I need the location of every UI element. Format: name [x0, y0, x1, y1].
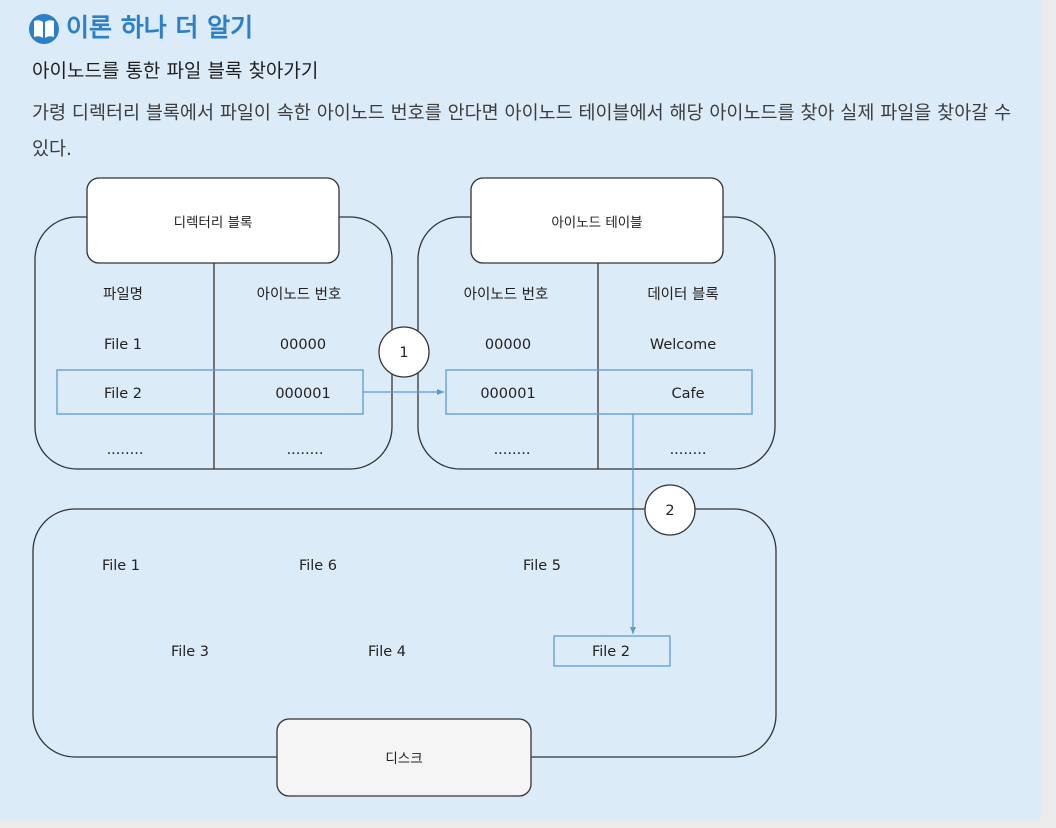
- directory-header-filename: 파일명: [103, 286, 143, 303]
- inode-title-box: [470, 177, 724, 264]
- directory-cell-inode1: 00000: [280, 337, 326, 353]
- disk-file-2: File 2: [592, 644, 630, 660]
- directory-cell-ellipsis1: ........: [107, 442, 144, 458]
- disk-title-box: [276, 718, 532, 797]
- disk-file-4: File 4: [368, 644, 406, 660]
- directory-cell-inode2: 000001: [275, 386, 330, 402]
- disk-file-6: File 6: [299, 558, 337, 574]
- inode-table: 아이노드 테이블 아이노드 번호 데이터 블록 00000 Welcome 00…: [417, 177, 776, 470]
- disk-file-3: File 3: [171, 644, 209, 660]
- book-icon: [29, 14, 59, 44]
- disk-target-block: [553, 635, 671, 667]
- subtitle: 아이노드를 통한 파일 블록 찾아가기: [32, 60, 319, 82]
- directory-block-table: 디렉터리 블록 파일명 아이노드 번호 File 1 00000 File 2 …: [34, 177, 393, 470]
- directory-cell-file2: File 2: [104, 386, 142, 402]
- inode-cell-number2: 000001: [480, 386, 535, 402]
- section-title: 이론 하나 더 알기: [66, 13, 254, 42]
- inode-header-number: 아이노드 번호: [464, 286, 549, 303]
- directory-title-box: [86, 177, 340, 264]
- disk-file-1: File 1: [102, 558, 140, 574]
- step-marker-1: [378, 326, 430, 378]
- inode-cell-data2: Cafe: [671, 386, 704, 402]
- body-text: 가령 디렉터리 블록에서 파일이 속한 아이노드 번호를 안다면 아이노드 테이…: [32, 103, 1012, 160]
- inode-table-title: 아이노드 테이블: [551, 215, 642, 231]
- directory-title: 디렉터리 블록: [174, 215, 253, 231]
- directory-cell-ellipsis2: ........: [287, 442, 324, 458]
- directory-cell-file1: File 1: [104, 337, 142, 353]
- inode-highlight-row: [445, 369, 753, 415]
- inode-cell-ellipsis1: ........: [494, 442, 531, 458]
- info-panel: [0, 0, 1041, 820]
- disk-file-5: File 5: [523, 558, 561, 574]
- disk-title: 디스크: [385, 751, 422, 767]
- directory-header-inode: 아이노드 번호: [257, 286, 342, 303]
- inode-cell-data1: Welcome: [650, 337, 716, 353]
- inode-header-datablock: 데이터 블록: [647, 286, 718, 303]
- inode-cell-ellipsis2: ........: [670, 442, 707, 458]
- inode-cell-number1: 00000: [485, 337, 531, 353]
- step-label-2: 2: [665, 503, 674, 519]
- step-label-1: 1: [399, 345, 408, 361]
- disk: File 1 File 6 File 5 File 3 File 4 File …: [32, 508, 777, 797]
- step-marker-2: [644, 484, 696, 536]
